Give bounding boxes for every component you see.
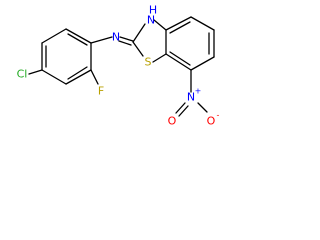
bond-to-amine-n xyxy=(90,36,113,44)
imine-double-bond xyxy=(118,40,132,46)
chlorine-label: Cl xyxy=(17,68,28,81)
structure-diagram: Cl F N H N S N + O O - xyxy=(0,0,222,147)
bond xyxy=(65,69,92,85)
thiazole-nitrogen-label: N xyxy=(147,14,155,27)
bond xyxy=(153,19,167,31)
bond xyxy=(65,28,92,44)
bond xyxy=(165,53,192,71)
bond-to-fluorine xyxy=(90,69,99,85)
nitro-n-o-double-bond xyxy=(178,105,189,117)
double-bond-inner xyxy=(169,51,191,66)
bond xyxy=(41,69,67,85)
bond xyxy=(190,56,215,71)
double-bond-inner xyxy=(67,66,88,80)
bond xyxy=(41,28,67,44)
bond xyxy=(132,41,144,57)
benzo-ring xyxy=(165,16,215,71)
molecule-drawing: Cl F N H N S N + O O - xyxy=(17,4,220,128)
bond xyxy=(190,16,215,31)
bond xyxy=(152,53,167,63)
sulfur-label: S xyxy=(145,56,152,69)
chlorofluorophenyl-ring xyxy=(41,28,92,85)
nitro-plus-charge: + xyxy=(195,87,202,96)
double-bond-inner xyxy=(169,21,191,34)
bond xyxy=(132,23,146,43)
double-bond-inner xyxy=(67,33,88,46)
imine-double-bond xyxy=(119,36,134,42)
nitro-oxygen-label: O xyxy=(168,115,177,128)
fluorine-label: F xyxy=(98,85,104,98)
thiazoline-ring xyxy=(132,19,167,63)
nh-hydrogen-label: H xyxy=(149,4,157,17)
nitro-minus-charge: - xyxy=(217,111,220,120)
amine-nitrogen-label: N xyxy=(112,31,120,44)
bond xyxy=(165,16,192,31)
nitro-n-o-bond xyxy=(175,102,186,114)
nitro-oxide-oxygen-label: O xyxy=(207,115,216,128)
nitro-n-o-bond xyxy=(197,102,208,113)
nitro-nitrogen-label: N xyxy=(187,91,195,104)
bond-to-chlorine xyxy=(28,69,43,75)
